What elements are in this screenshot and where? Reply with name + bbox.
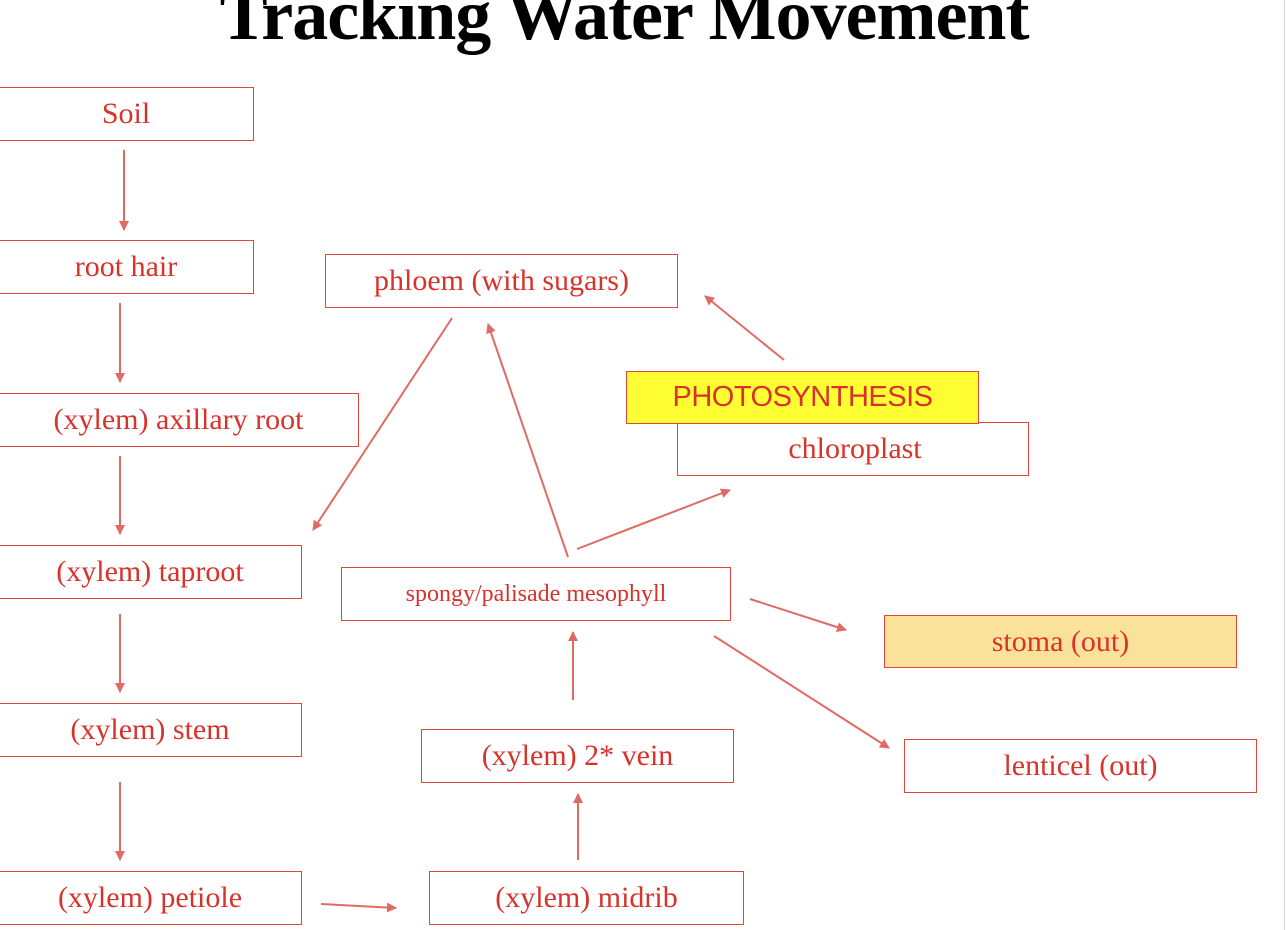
node-vein: (xylem) 2* vein [421, 729, 734, 783]
arrow-mesophyll-chloroplast [576, 488, 731, 550]
node-root-hair: root hair [0, 240, 254, 294]
node-stem: (xylem) stem [0, 703, 302, 757]
arrow-mesophyll-phloem [486, 323, 569, 558]
slide-title: Tracking Water Movement [219, 0, 1030, 55]
node-phloem: phloem (with sugars) [325, 254, 678, 308]
arrow-mesophyll-lenticel [713, 635, 890, 749]
node-mesophyll: spongy/palisade mesophyll [341, 567, 731, 621]
node-taproot: (xylem) taproot [0, 545, 302, 599]
node-soil: Soil [0, 87, 254, 141]
arrow-phloem-taproot [312, 317, 453, 531]
arrow-petiole-midrib [320, 902, 397, 913]
arrow-photosynthesis-phloem [704, 295, 785, 361]
node-photosynthesis: PHOTOSYNTHESIS [626, 371, 979, 424]
node-midrib: (xylem) midrib [429, 871, 744, 925]
node-axillary-root: (xylem) axillary root [0, 393, 359, 447]
node-stoma: stoma (out) [884, 615, 1237, 668]
node-lenticel: lenticel (out) [904, 739, 1257, 793]
arrow-mesophyll-stoma [749, 598, 847, 632]
slide-edge [1284, 0, 1285, 930]
node-petiole: (xylem) petiole [0, 871, 302, 925]
node-chloroplast: chloroplast [677, 422, 1029, 476]
